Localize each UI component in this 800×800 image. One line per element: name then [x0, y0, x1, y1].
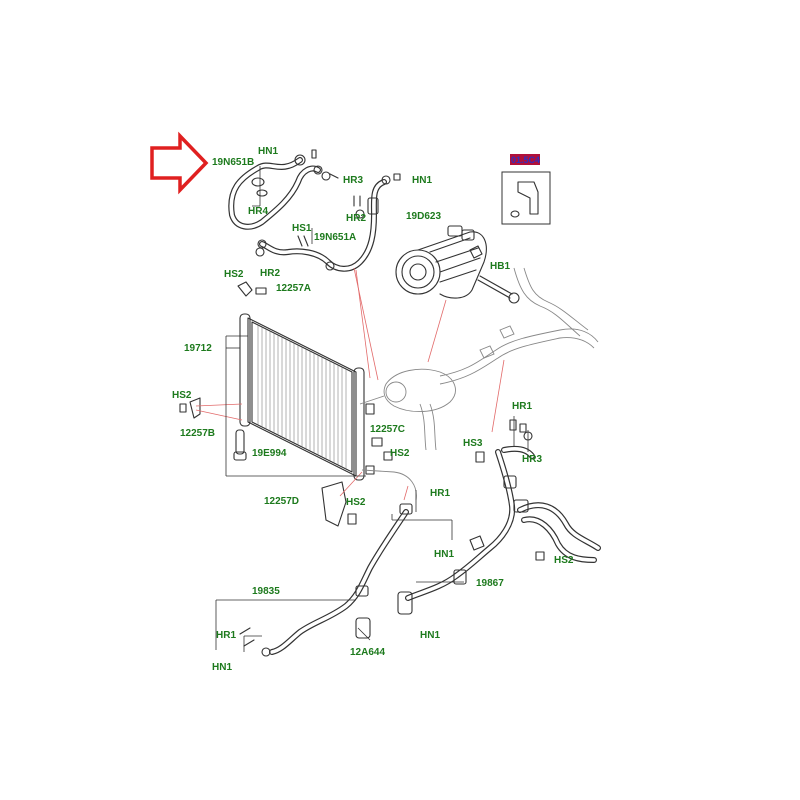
label-hs1: HS1 [292, 223, 312, 234]
label-hr1-l: HR1 [216, 630, 236, 641]
hose-19n651b [228, 149, 331, 230]
fittings-top [255, 173, 401, 257]
label-hs2-a: HS2 [224, 269, 244, 280]
label-19835: 19835 [252, 586, 280, 597]
label-hn1-top: HN1 [258, 146, 278, 157]
label-12257d: 12257D [264, 496, 299, 507]
callout-lines [195, 267, 505, 501]
compressor-19d623 [395, 225, 487, 299]
label-hs2-e: HS2 [554, 555, 574, 566]
label-12a644: 12A644 [350, 647, 385, 658]
hose-19867 [397, 419, 601, 615]
label-hn1-top2: HN1 [412, 175, 432, 186]
part-labels: HN1 19N651B HR3 HN1 HR4 HR2 19D623 HS1 1… [172, 146, 574, 673]
installed-assembly-ghost [359, 267, 599, 501]
label-hs2-c: HS2 [390, 448, 410, 459]
label-hr3-top: HR3 [343, 175, 363, 186]
label-highlight-part: 01.5C4 [511, 155, 540, 165]
condenser-19712 [233, 313, 375, 481]
label-hr3-r: HR3 [522, 454, 542, 465]
label-hr2-mid: HR2 [260, 268, 280, 279]
label-12257c: 12257C [370, 424, 405, 435]
label-19712: 19712 [184, 343, 212, 354]
bolt-hb1 [477, 275, 520, 304]
inset-part-box [501, 154, 551, 225]
label-19n651b: 19N651B [212, 157, 254, 168]
label-hs3: HS3 [463, 438, 483, 449]
label-19n651a: 19N651A [314, 232, 356, 243]
hose-19n651a [259, 175, 391, 272]
label-hn1-l: HN1 [212, 662, 232, 673]
label-12257a: 12257A [276, 283, 311, 294]
label-hr2-top: HR2 [346, 213, 366, 224]
label-19e994: 19E994 [252, 448, 287, 459]
condenser-fins [257, 325, 347, 469]
label-19867: 19867 [476, 578, 504, 589]
red-arrow-icon [150, 131, 209, 195]
label-hn1-b: HN1 [420, 630, 440, 641]
brackets [179, 281, 393, 527]
hose-19835 [239, 503, 413, 657]
label-hn1-m: HN1 [434, 549, 454, 560]
label-12257b: 12257B [180, 428, 215, 439]
label-hb1: HB1 [490, 261, 510, 272]
label-hs2-b: HS2 [172, 390, 192, 401]
leader-lines [215, 166, 529, 652]
label-19d623: 19D623 [406, 211, 441, 222]
label-hs2-d: HS2 [346, 497, 366, 508]
label-hr1-m: HR1 [430, 488, 450, 499]
label-hr4: HR4 [248, 206, 268, 217]
label-hr1-r: HR1 [512, 401, 532, 412]
